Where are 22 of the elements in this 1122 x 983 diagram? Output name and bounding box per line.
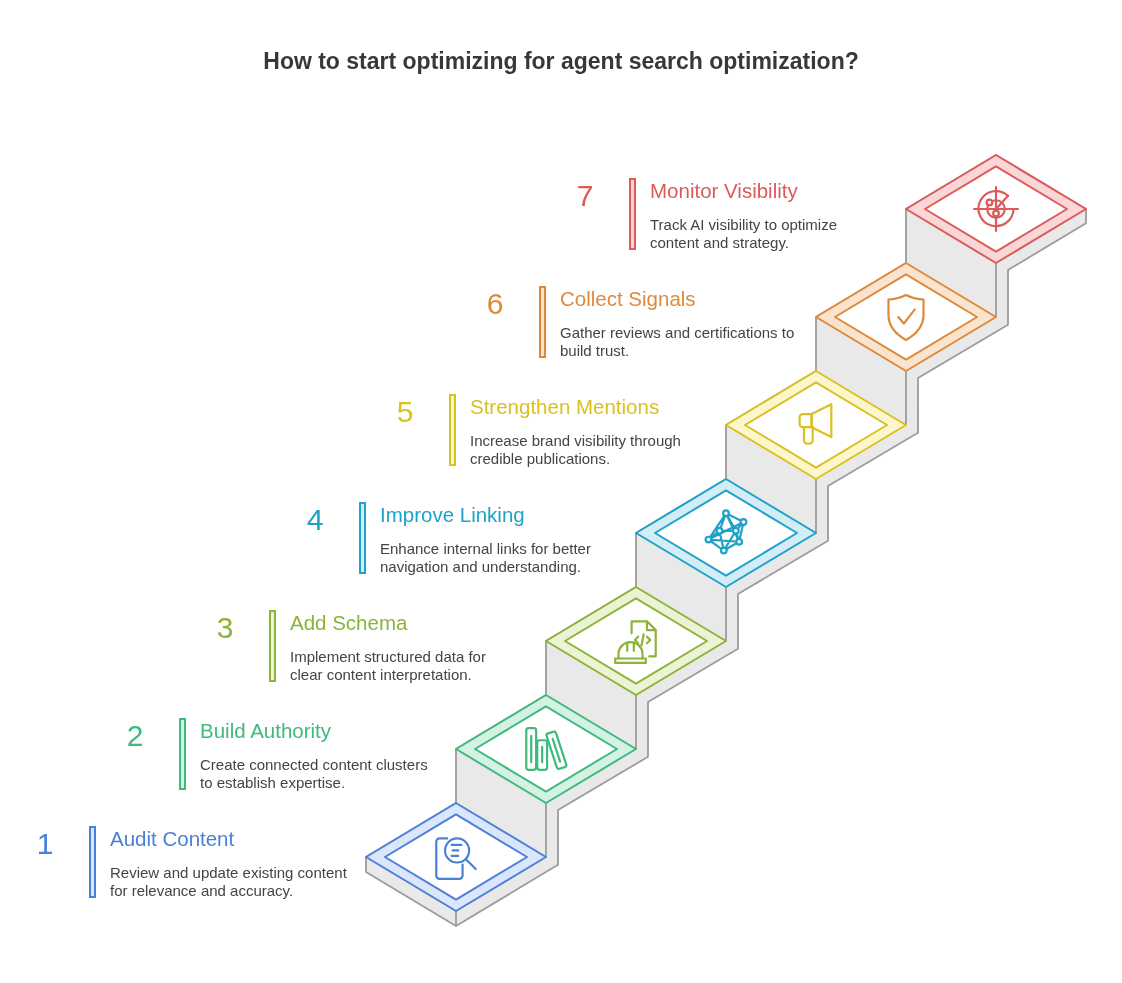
step-number: 3 <box>216 610 234 646</box>
step-number: 4 <box>306 502 324 538</box>
step-description: Create connected content clusters to establish expertise. <box>200 756 429 792</box>
title: How to start optimizing for agent search optimization? <box>263 47 859 76</box>
step-description: Implement structured data for clear content interpretation. <box>290 648 487 684</box>
step-description: Track AI visibility to optimize content and strategy. <box>650 216 838 252</box>
step-heading: Monitor Visibility <box>650 178 798 204</box>
step-description: Review and update existing content for relevance and accuracy. <box>110 864 348 900</box>
step-number: 6 <box>486 286 504 322</box>
step-number: 1 <box>36 826 54 862</box>
step-heading: Collect Signals <box>560 286 696 312</box>
step-description: Gather reviews and certifications to build trust. <box>560 324 796 360</box>
step-number: 2 <box>126 718 144 754</box>
step-heading: Improve Linking <box>380 502 525 528</box>
step-heading: Strengthen Mentions <box>470 394 660 420</box>
step-number: 7 <box>576 178 594 214</box>
step-number: 5 <box>396 394 414 430</box>
step-heading: Add Schema <box>290 610 408 636</box>
step-heading: Audit Content <box>110 826 235 852</box>
step-heading: Build Authority <box>200 718 332 744</box>
step-description: Enhance internal links for better navigation and understanding. <box>380 540 592 576</box>
step-description: Increase brand visibility through credible publications. <box>470 432 682 468</box>
